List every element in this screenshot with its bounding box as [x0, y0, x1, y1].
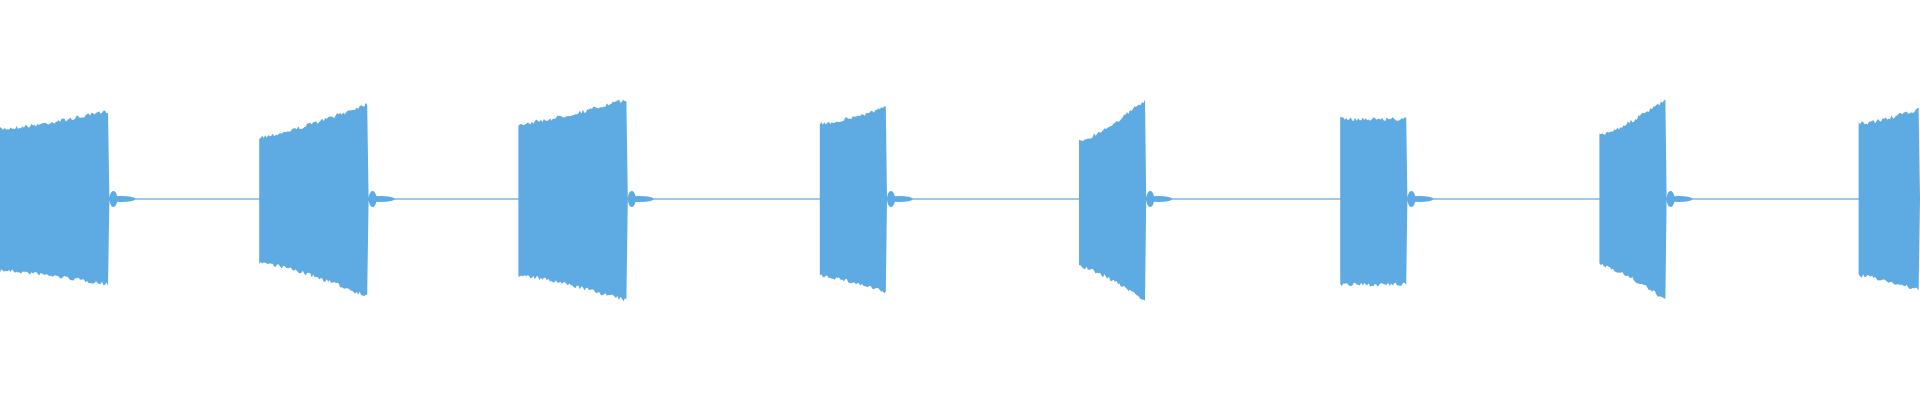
waveform-tail-spike-2	[368, 191, 377, 207]
waveform-burst-2	[259, 103, 369, 297]
waveform-burst-4	[819, 106, 887, 294]
waveform-burst-6	[1340, 117, 1408, 287]
waveform-tail-spike-4	[887, 191, 895, 207]
waveform-burst-7	[1599, 99, 1667, 299]
waveform-tail-spike-7	[1666, 191, 1675, 207]
waveform-burst-5	[1079, 99, 1147, 301]
waveform-tail-spike-3	[627, 191, 636, 207]
waveform-tail-spike-1	[109, 191, 118, 207]
waveform-segments	[0, 99, 1920, 302]
waveform-tail-spike-6	[1407, 191, 1416, 207]
waveform-burst-3	[518, 99, 628, 302]
waveform-burst-1	[0, 110, 110, 286]
waveform-burst-8	[1858, 107, 1920, 291]
waveform-tail-spike-5	[1146, 191, 1155, 207]
